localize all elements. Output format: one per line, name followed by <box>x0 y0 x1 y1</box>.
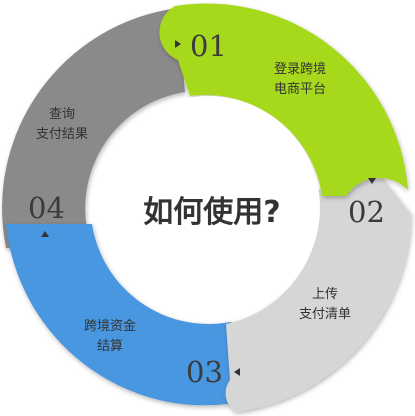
triangle-left-icon <box>234 368 240 376</box>
step-1-number: 01 <box>190 29 227 63</box>
center-circle <box>96 96 320 320</box>
step-3-number: 03 <box>186 355 223 389</box>
triangle-right-icon <box>175 40 181 48</box>
center-title: 如何使用? <box>143 195 280 230</box>
step-2-label-line1: 上传 <box>312 287 338 302</box>
step-3-label-line2: 结算 <box>97 339 123 354</box>
step-4-segment <box>2 8 188 248</box>
step-4-number: 04 <box>28 191 65 225</box>
triangle-down-icon <box>368 178 376 184</box>
step-2-segment <box>225 164 411 412</box>
step-2-number: 02 <box>348 195 385 229</box>
step-3-segment <box>6 224 263 406</box>
step-1-segment <box>159 3 408 197</box>
step-3-label-line1: 跨境资金 <box>84 318 136 334</box>
triangle-up-icon <box>41 231 49 237</box>
step-4-label-line2: 支付结果 <box>36 127 88 142</box>
step-2-label-line2: 支付清单 <box>299 307 351 322</box>
step-1-label-line1: 登录跨境 <box>274 62 326 77</box>
step-1-label-line2: 电商平台 <box>274 82 326 97</box>
step-4-label-line1: 查询 <box>49 107 75 122</box>
